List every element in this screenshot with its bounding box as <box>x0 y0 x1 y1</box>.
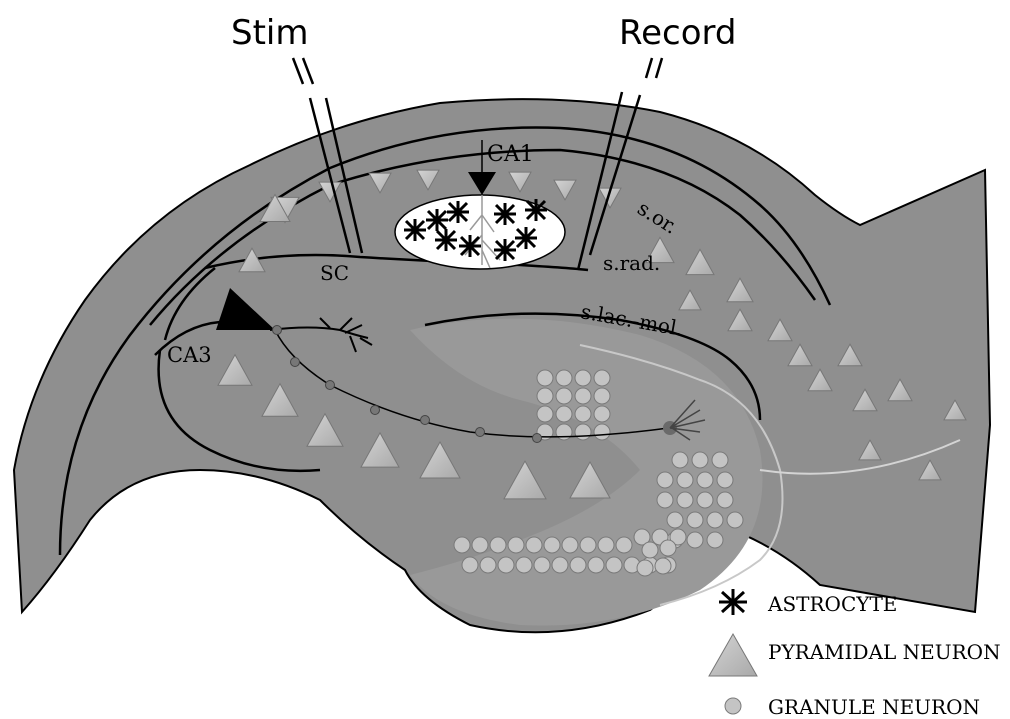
legend-granule-label: GRANULE NEURON <box>768 695 980 719</box>
granule-neuron <box>575 370 591 386</box>
granule-neuron <box>642 542 658 558</box>
astrocyte <box>435 229 457 251</box>
astrocyte-icon <box>719 589 747 615</box>
granule-neuron <box>575 424 591 440</box>
granule-neuron <box>655 558 671 574</box>
granule-neuron <box>537 388 553 404</box>
axon-varicosity <box>476 428 485 437</box>
legend-pyramidal-label: PYRAMIDAL NEURON <box>768 640 1001 664</box>
granule-neuron <box>677 472 693 488</box>
astrocyte <box>404 219 426 241</box>
granule-neuron <box>556 370 572 386</box>
granule-neuron <box>480 557 496 573</box>
granule-neuron <box>697 472 713 488</box>
axon-varicosity <box>273 326 282 335</box>
granule-neuron <box>594 406 610 422</box>
granule-neuron <box>687 532 703 548</box>
pyramidal-neuron-icon <box>709 634 757 676</box>
astrocyte <box>525 199 547 221</box>
granule-neuron <box>637 560 653 576</box>
axon-varicosity <box>371 406 380 415</box>
granule-neuron <box>657 472 673 488</box>
astrocyte <box>515 227 537 249</box>
granule-neuron <box>594 424 610 440</box>
record-label: Record <box>619 13 736 53</box>
ca3-label: CA3 <box>167 343 212 367</box>
astrocyte <box>426 209 448 231</box>
granule-neuron <box>526 537 542 553</box>
stim-label: Stim <box>231 13 308 53</box>
granule-neuron <box>692 452 708 468</box>
granule-neuron <box>667 512 683 528</box>
granule-neuron <box>594 388 610 404</box>
granule-neuron <box>594 370 610 386</box>
granule-neuron <box>562 537 578 553</box>
granule-neuron <box>534 557 550 573</box>
sc-label: SC <box>320 261 349 285</box>
granule-neuron <box>580 537 596 553</box>
granule-neuron <box>660 540 676 556</box>
axon-varicosity <box>421 416 430 425</box>
axon-varicosity <box>533 434 542 443</box>
granule-neuron <box>717 492 733 508</box>
granule-neuron <box>697 492 713 508</box>
astrocyte <box>494 203 516 225</box>
granule-neuron <box>462 557 478 573</box>
granule-neuron <box>544 537 560 553</box>
granule-neuron <box>570 557 586 573</box>
granule-neuron <box>516 557 532 573</box>
granule-neuron <box>707 512 723 528</box>
granule-neuron <box>707 532 723 548</box>
axon-varicosity <box>291 358 300 367</box>
axon-varicosity <box>326 381 335 390</box>
granule-neuron <box>556 424 572 440</box>
granule-neuron <box>657 492 673 508</box>
granule-neuron <box>717 472 733 488</box>
granule-neuron <box>537 370 553 386</box>
granule-neuron <box>490 537 506 553</box>
granule-neuron <box>498 557 514 573</box>
granule-neuron <box>508 537 524 553</box>
granule-neuron <box>556 406 572 422</box>
s-rad-label: s.rad. <box>603 251 660 275</box>
granule-neuron <box>537 406 553 422</box>
granule-neuron <box>588 557 604 573</box>
granule-neuron <box>616 537 632 553</box>
astrocyte <box>447 201 469 223</box>
astrocyte <box>459 235 481 257</box>
granule-neuron <box>552 557 568 573</box>
granule-neuron <box>672 452 688 468</box>
granule-neuron <box>677 492 693 508</box>
astrocyte <box>494 239 516 261</box>
granule-neuron <box>575 406 591 422</box>
granule-neuron <box>598 537 614 553</box>
granule-neuron <box>606 557 622 573</box>
granule-neuron <box>687 512 703 528</box>
legend-astrocyte-label: ASTROCYTE <box>767 592 897 616</box>
granule-neuron <box>575 388 591 404</box>
granule-neuron <box>472 537 488 553</box>
granule-neuron <box>454 537 470 553</box>
granule-neuron <box>727 512 743 528</box>
granule-neuron <box>712 452 728 468</box>
granule-neuron <box>556 388 572 404</box>
granule-neuron-icon <box>725 698 741 714</box>
ca1-label: CA1 <box>487 142 534 167</box>
